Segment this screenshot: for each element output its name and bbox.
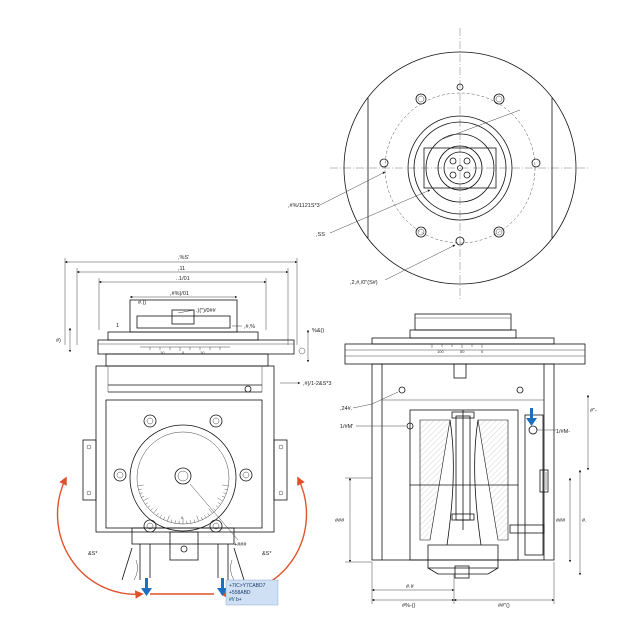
- front-scale-tick-2: 10: [200, 350, 205, 355]
- dial-tick: [208, 508, 213, 514]
- side-scale-tick-2: 0: [481, 349, 484, 354]
- dial-tick: [163, 516, 166, 520]
- hole-callout: ,2,#,/0"(S#): [350, 280, 378, 286]
- side-scale-tick-0: 100: [437, 349, 444, 354]
- dial-tick: [138, 488, 142, 491]
- dial-tick: [156, 513, 159, 516]
- down-arrow-icon: [141, 578, 152, 596]
- side-view: 100 50 0: [335, 313, 597, 609]
- center-bore-dimension: ,SS: [316, 232, 325, 238]
- down-arrow-icon: [526, 408, 537, 426]
- dial-tick: [193, 519, 196, 523]
- dial-tick: [200, 516, 203, 520]
- front-scale: 10 0 10: [149, 347, 221, 355]
- dial-tick: [218, 502, 221, 505]
- note-line-2: +558ABD: [229, 590, 251, 596]
- side-right-dimension-a: ###: [556, 518, 566, 524]
- right-step-dimension-a: %&(): [312, 328, 324, 334]
- clamp-dimension-a: #.(): [138, 300, 146, 306]
- dial-tick: [224, 488, 228, 491]
- bottom-dimension-a: #.#: [406, 584, 415, 590]
- arc-right-dimension: &S*: [262, 551, 272, 557]
- dial-tick: [215, 505, 219, 508]
- dial-dimension: +###: [234, 542, 247, 548]
- clamp-dimension-b: .)(")/0##: [196, 308, 217, 314]
- dial-tick: [141, 495, 145, 498]
- dial-tick: [139, 492, 143, 494]
- dial-tick: [150, 508, 153, 511]
- dial-tick: [167, 515, 170, 522]
- arc-left-dimension: &S*: [88, 551, 98, 557]
- plate-width-dimension: ,#%)/01: [170, 291, 189, 297]
- dial-tick: [143, 497, 149, 502]
- dial-tick: [223, 492, 227, 494]
- clamp-dimension-c: ,#,%: [244, 324, 255, 330]
- front-scale-tick-0: 10: [160, 350, 165, 355]
- side-callout-d: #"-: [590, 408, 597, 414]
- dial-tick: [170, 519, 173, 523]
- body-width-dimension: ..1/01: [176, 276, 190, 282]
- bolt-circle-dimension: ,#%/1121S*3: [288, 203, 320, 209]
- down-arrow-icon: [217, 578, 228, 596]
- bottom-dimension-c: ##"(): [498, 603, 510, 609]
- dial-tick: [147, 505, 151, 508]
- rotary-dial: 0 +###: [129, 424, 247, 548]
- dial-tick: [159, 515, 162, 518]
- front-view: ,%S' ,11 ..1/01 ,#%)/01 #.() .)(")/0## ,…: [56, 255, 331, 606]
- rotation-arc-icon: [56, 476, 144, 599]
- dial-tick: [217, 497, 223, 502]
- dial-tick: [137, 484, 144, 487]
- dial-tick: [196, 515, 199, 522]
- side-right-dimension-b: #.: [582, 518, 587, 524]
- front-scale-tick-1: 0: [182, 350, 185, 355]
- dial-tick: [222, 484, 229, 487]
- note-box: +7IC>Y7CABD7 +558ABD #!/ b+: [225, 579, 279, 606]
- flange-width-dimension: ,11: [178, 266, 185, 272]
- dial-tick: [174, 520, 176, 524]
- dial-tick: [153, 508, 158, 514]
- dial-tick: [207, 513, 210, 516]
- left-side-dimension: #): [56, 338, 61, 344]
- right-step-dimension-b: ,#)/1-2&S*3: [303, 381, 331, 387]
- side-callout-a: ,24#.: [340, 406, 353, 412]
- bottom-dimension-b: #%-(): [402, 603, 416, 609]
- overall-width-dimension: ,%S': [178, 255, 189, 261]
- note-line-3: #!/ b+: [229, 597, 242, 603]
- dial-zero-label: 0: [181, 515, 184, 520]
- left-small-dimension: 1: [116, 323, 119, 329]
- side-scale-tick-1: 50: [460, 349, 465, 354]
- side-callout-b: 1/#M': [340, 424, 353, 430]
- side-scale: 100 50 0: [431, 344, 484, 354]
- dial-tick: [190, 520, 192, 524]
- note-line-1: +7IC>Y7CABD7: [229, 583, 266, 589]
- dial-tick: [204, 515, 207, 518]
- dial-tick: [221, 495, 225, 498]
- dial-tick: [145, 502, 148, 505]
- dial-tick: [213, 508, 216, 511]
- top-view: ,#%/1121S*3 ,SS ,2,#,/0"(S#): [288, 28, 590, 300]
- side-callout-c: 1/#M-: [556, 429, 570, 435]
- side-left-dimension: ###: [335, 518, 345, 524]
